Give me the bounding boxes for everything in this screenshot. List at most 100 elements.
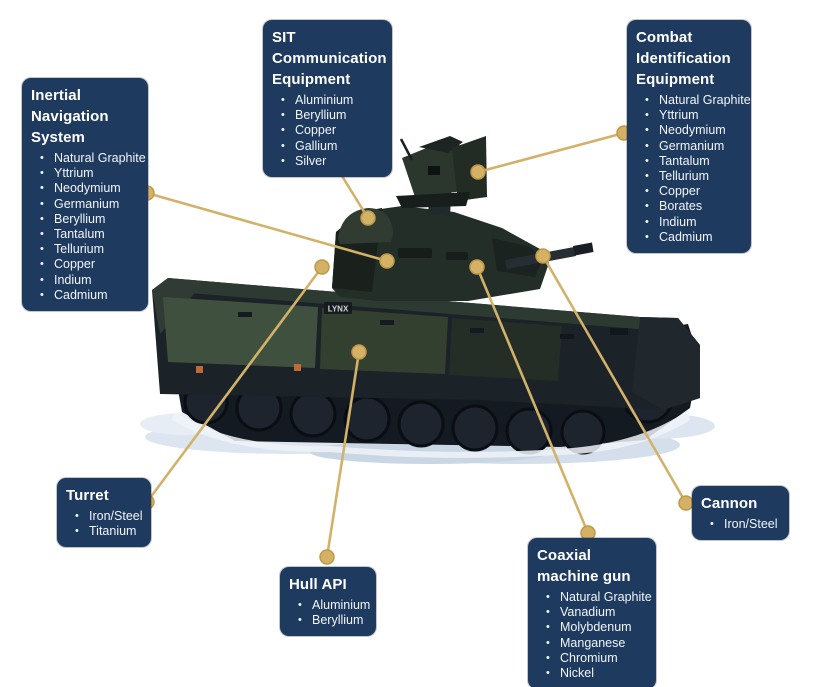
- callout-turret: Turret Iron/SteelTitanium: [57, 478, 151, 548]
- remote-weapon-station: [396, 136, 487, 216]
- material-item: Copper: [40, 257, 139, 272]
- rws-side-plate: [452, 136, 487, 201]
- material-item: Tantalum: [40, 227, 139, 242]
- connector-dot: [469, 259, 485, 275]
- material-item: Natural Graphite: [546, 590, 652, 605]
- road-wheel: [289, 390, 337, 438]
- material-item: Cadmium: [40, 288, 139, 303]
- marking-plate: [324, 302, 352, 314]
- hull-marker-light: [196, 366, 203, 373]
- material-item: Indium: [645, 215, 742, 230]
- material-item: Yttrium: [645, 108, 742, 123]
- connector-dot: [535, 248, 551, 264]
- turret: [332, 206, 594, 301]
- material-item: Iron/Steel: [710, 517, 780, 532]
- connector-dot: [470, 164, 486, 180]
- material-item: Titanium: [75, 524, 142, 539]
- rws-antenna: [399, 138, 414, 161]
- connector-line-inertial-navigation: [146, 191, 388, 263]
- road-wheel: [451, 404, 499, 452]
- road-wheel: [397, 400, 445, 448]
- side-skirt-front: [163, 297, 318, 368]
- material-item: Germanium: [40, 197, 139, 212]
- material-item: Beryllium: [298, 613, 367, 628]
- callout-title: Combat Identification Equipment: [636, 29, 731, 88]
- callout-inertial-navigation-system: Inertial Navigation System Natural Graph…: [22, 78, 148, 312]
- material-list: Natural GraphiteYttriumNeodymiumGermaniu…: [31, 151, 146, 303]
- material-list: Iron/Steel: [701, 517, 780, 532]
- hull-detail: [560, 334, 574, 339]
- hull-marker-light: [294, 364, 301, 371]
- rws-top: [419, 136, 463, 153]
- hull-detail: [610, 328, 628, 335]
- connector-line-turret: [145, 266, 324, 503]
- material-item: Germanium: [645, 139, 742, 154]
- material-item: Natural Graphite: [40, 151, 146, 166]
- turret-hump: [338, 208, 393, 244]
- material-item: Iron/Steel: [75, 509, 143, 524]
- material-item: Beryllium: [281, 108, 383, 123]
- material-item: Neodymium: [40, 181, 139, 196]
- connector-dot: [360, 210, 376, 226]
- material-list: Natural GraphiteYttriumNeodymiumGermaniu…: [636, 93, 751, 245]
- material-item: Neodymium: [645, 123, 742, 138]
- muzzle-brake: [573, 242, 594, 256]
- side-skirt-middle: [320, 308, 448, 374]
- material-item: Manganese: [546, 636, 647, 651]
- callout-hull-api: Hull API AluminiumBeryllium: [280, 567, 376, 637]
- material-item: Vanadium: [546, 605, 647, 620]
- material-list: Natural GraphiteVanadiumMolybdenumMangan…: [537, 590, 652, 681]
- connector-line-cannon: [541, 255, 688, 504]
- connector-line-hull-api: [325, 351, 361, 558]
- connector-dot: [314, 259, 330, 275]
- material-item: Copper: [645, 184, 742, 199]
- material-list: Iron/SteelTitanium: [66, 509, 143, 540]
- callout-title: Cannon: [701, 495, 758, 512]
- material-item: Molybdenum: [546, 620, 647, 635]
- connector-dot: [351, 344, 367, 360]
- rws-sensor: [428, 166, 440, 175]
- gun-mantlet: [492, 238, 543, 277]
- material-item: Aluminium: [298, 598, 370, 613]
- material-item: Chromium: [546, 651, 647, 666]
- material-item: Yttrium: [40, 166, 139, 181]
- material-item: Beryllium: [40, 212, 139, 227]
- material-item: Indium: [40, 273, 139, 288]
- hull-detail: [238, 312, 252, 317]
- material-item: Tantalum: [645, 154, 742, 169]
- callout-sit-communication-equipment: SIT Communication Equipment AluminiumBer…: [263, 20, 392, 178]
- connector-line-combat-identification: [477, 131, 625, 174]
- hull-detail: [380, 320, 394, 325]
- callout-cannon: Cannon Iron/Steel: [692, 486, 789, 541]
- callout-title: Coaxial machine gun: [537, 547, 631, 585]
- callout-combat-identification-equipment: Combat Identification Equipment Natural …: [627, 20, 751, 254]
- connector-line-coaxial-gun: [475, 266, 590, 534]
- material-item: Silver: [281, 154, 383, 169]
- side-skirt-rear: [449, 318, 562, 381]
- material-item: Nickel: [546, 666, 647, 681]
- connector-dot: [319, 549, 335, 565]
- callout-title: Turret: [66, 487, 109, 504]
- callout-title: Hull API: [289, 576, 347, 593]
- hull-marking-text: LYNX: [328, 305, 349, 314]
- material-item: Copper: [281, 123, 383, 138]
- material-item: Borates: [645, 199, 742, 214]
- connector-dot: [678, 495, 694, 511]
- material-item: Tellurium: [40, 242, 139, 257]
- callout-title: Inertial Navigation System: [31, 87, 109, 146]
- callout-title: SIT Communication Equipment: [272, 29, 387, 88]
- hull-rear: [632, 317, 700, 410]
- turret-detail: [446, 252, 468, 260]
- hull-roof-edge: [168, 278, 650, 330]
- material-item: Cadmium: [645, 230, 742, 245]
- material-item: Aluminium: [281, 93, 383, 108]
- material-list: AluminiumBerylliumCopperGalliumSilver: [272, 93, 383, 169]
- hull-detail: [470, 328, 484, 333]
- rws-base: [396, 192, 470, 208]
- material-item: Tellurium: [645, 169, 742, 184]
- callout-coaxial-machine-gun: Coaxial machine gun Natural GraphiteVana…: [528, 538, 656, 687]
- material-list: AluminiumBeryllium: [289, 598, 370, 629]
- material-item: Natural Graphite: [645, 93, 751, 108]
